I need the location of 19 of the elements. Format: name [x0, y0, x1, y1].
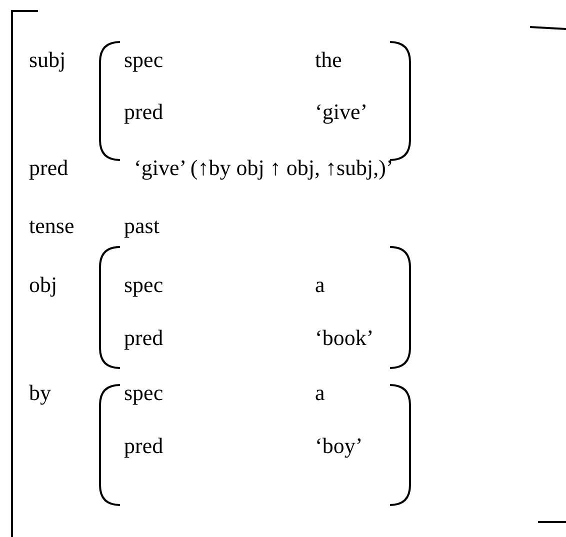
feature-name: pred [124, 433, 164, 459]
feature-value: ‘give’ [315, 99, 368, 125]
feature-name: pred [29, 155, 68, 181]
feature-name: pred [124, 99, 164, 125]
feature-name: tense [29, 213, 74, 239]
feature-value: past [124, 213, 160, 239]
feature-name: by [29, 380, 51, 406]
feature-value: ‘book’ [315, 325, 374, 351]
feature-value: ‘boy’ [315, 433, 363, 459]
feature-value: ‘give’ (↑by obj ↑ obj, ↑subj,)’ [134, 155, 394, 181]
feature-name: spec [124, 272, 164, 298]
feature-name: spec [124, 47, 164, 73]
feature-name: subj [29, 47, 66, 73]
feature-name: spec [124, 380, 164, 406]
feature-name: pred [124, 325, 164, 351]
feature-name: obj [29, 272, 58, 298]
feature-value: the [315, 47, 342, 73]
feature-value: a [315, 272, 325, 298]
feature-value: a [315, 380, 325, 406]
